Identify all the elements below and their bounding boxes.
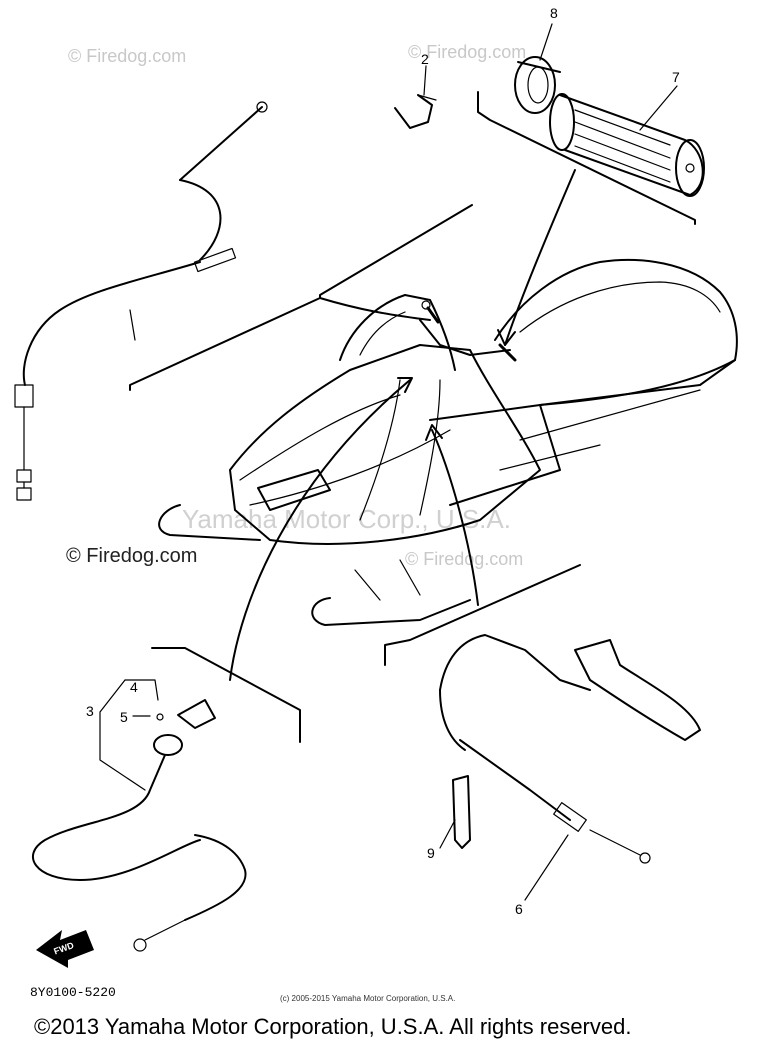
leader-9 <box>439 819 456 849</box>
part-brake-lever <box>574 639 701 741</box>
firedog-watermark-left: © Firedog.com <box>66 545 197 567</box>
firedog-watermark-center: © Firedog.com <box>405 549 523 569</box>
leader-8 <box>539 23 553 61</box>
arrowhead-bottom-right <box>425 424 443 441</box>
callout-2: 2 <box>421 51 429 67</box>
part-2-clip <box>394 94 437 129</box>
bracket-top-right <box>477 91 696 225</box>
leader-top-right <box>504 169 576 346</box>
yamaha-watermark-center: Yamaha Motor Corp., U.S.A. <box>182 504 511 534</box>
snowmobile-illustration <box>158 258 738 626</box>
leader-6 <box>524 834 569 901</box>
callout-5: 5 <box>120 709 128 725</box>
leader-top-left <box>319 297 431 321</box>
diagram-code: 8Y0100-5220 <box>30 985 116 1000</box>
callout-6: 6 <box>515 901 523 917</box>
footer-copyright: ©2013 Yamaha Motor Corporation, U.S.A. A… <box>34 1014 631 1039</box>
part-9-tie <box>452 775 471 849</box>
leader-7 <box>639 85 678 131</box>
firedog-watermark-top-left: © Firedog.com <box>68 46 186 66</box>
arrowhead-bottom-left <box>397 377 413 393</box>
part-5-screw <box>156 713 164 721</box>
callout-4: 4 <box>130 679 138 695</box>
leader-4 <box>124 679 159 701</box>
leader-3 <box>99 679 146 791</box>
firedog-watermark-top-mid: © Firedog.com <box>408 42 526 62</box>
arrowhead-top-right <box>497 329 516 346</box>
leader-bottom-left <box>229 379 411 681</box>
leader-2 <box>423 65 427 96</box>
forward-arrow-icon: FWD <box>36 930 94 968</box>
part-8-ring <box>514 56 561 114</box>
bracket-bottom-left <box>151 647 301 743</box>
throttle-cable <box>14 101 268 501</box>
part-7-grip <box>549 93 705 197</box>
callout-9: 9 <box>427 845 435 861</box>
part-4-knob <box>177 699 216 729</box>
leader-bottom-right <box>431 429 479 606</box>
part-3-cable <box>32 734 247 952</box>
fine-copyright: (c) 2005-2015 Yamaha Motor Corporation, … <box>280 994 455 1003</box>
callout-3: 3 <box>86 703 94 719</box>
callout-8: 8 <box>550 5 558 21</box>
part-6-brake-cable <box>439 634 651 864</box>
bracket-bottom-right <box>384 564 581 666</box>
callout-7: 7 <box>672 69 680 85</box>
